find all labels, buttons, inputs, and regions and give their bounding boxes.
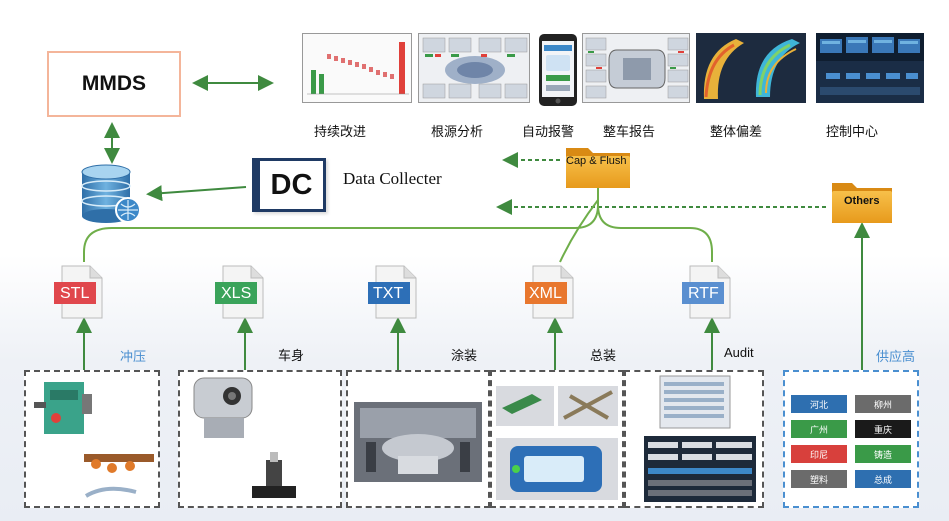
doc-rtf-label: RTF: [688, 285, 719, 302]
thumbnail-vehicle-report: [582, 33, 690, 103]
database-icon: [81, 164, 141, 223]
supplier-tile-4: 重庆: [855, 420, 911, 438]
label-auto-alarm: 自动报警: [522, 124, 575, 139]
doc-xls-label: XLS: [221, 285, 252, 302]
thumbnail-auto-alarm: [538, 33, 578, 107]
stamping-fixture-photo: [26, 372, 158, 506]
dc-db-arrow: [146, 185, 247, 202]
capflush-folder-icon: [566, 148, 630, 188]
audit-screen-photo: [626, 372, 762, 506]
doc-txt: TXT: [366, 264, 424, 320]
deviation-map-icon: [696, 33, 806, 103]
capflush-label: Cap & Flush: [566, 155, 627, 167]
station-label-assembly: 总装: [590, 348, 617, 363]
label-vehicle-report: 整车报告: [603, 124, 656, 139]
station-box-assembly: [490, 370, 624, 508]
supplier-tile-2: 柳州: [855, 395, 911, 413]
collector-tree: [83, 188, 713, 262]
supplier-tile-3: 广州: [791, 420, 847, 438]
station-label-supplier: 供应高: [876, 349, 916, 364]
xls-file-icon: [215, 265, 264, 319]
others-folder-icon: [832, 183, 892, 223]
station-box-stamping: [24, 370, 160, 508]
supplier-tile-1: 河北: [791, 395, 847, 413]
supplier-tile-7: 塑料: [791, 470, 847, 488]
waterfall-chart-icon: [303, 34, 411, 102]
station-label-body: 车身: [278, 348, 305, 363]
doc-stl: STL: [52, 264, 110, 320]
station-box-body: [178, 370, 342, 508]
thumbnail-overall-deviation: [696, 33, 806, 103]
body-scanner-photo: [180, 372, 340, 506]
label-control-center: 控制中心: [826, 124, 879, 139]
mmds-box: MMDS: [47, 51, 181, 117]
doc-txt-label: TXT: [373, 285, 404, 302]
supplier-tile-5: 印尼: [791, 445, 847, 463]
xml-file-icon: [525, 265, 574, 319]
supplier-tile-6: 铸造: [855, 445, 911, 463]
station-box-audit: [624, 370, 764, 508]
thumbnail-root-cause: [418, 33, 530, 103]
dc-label: DC: [270, 168, 313, 201]
thumbnail-control-center: [816, 33, 924, 103]
label-continuous-improvement: 持续改进: [314, 124, 367, 139]
paint-booth-photo: [348, 372, 488, 506]
station-box-paint: [346, 370, 490, 508]
thumbnail-continuous-improvement: [302, 33, 412, 103]
station-label-stamping: 冲压: [120, 349, 147, 364]
doc-rtf: RTF: [680, 264, 738, 320]
doc-stl-label: STL: [60, 285, 90, 302]
vehicle-report-icon: [583, 34, 689, 102]
others-label: Others: [844, 195, 880, 207]
supplier-tile-8: 总成: [855, 470, 911, 488]
doc-xls: XLS: [213, 264, 271, 320]
dc-caption: Data Collecter: [343, 169, 442, 188]
label-root-cause: 根源分析: [431, 124, 484, 139]
rtf-file-icon: [682, 265, 731, 319]
assembly-gauges-photo: [492, 372, 622, 506]
doc-xml-label: XML: [529, 285, 562, 302]
dc-box: DC: [252, 158, 326, 212]
control-room-icon: [816, 33, 924, 103]
mmds-label: MMDS: [81, 72, 147, 95]
station-label-paint: 涂装: [451, 348, 478, 363]
smartphone-icon: [539, 34, 577, 106]
station-label-audit: Audit: [724, 345, 754, 360]
label-overall-deviation: 整体偏差: [710, 124, 763, 139]
collector-branch-mid: [559, 199, 599, 263]
txt-file-icon: [368, 265, 417, 319]
stl-file-icon: [54, 265, 103, 319]
car-analysis-icon: [419, 34, 529, 102]
doc-xml: XML: [523, 264, 581, 320]
